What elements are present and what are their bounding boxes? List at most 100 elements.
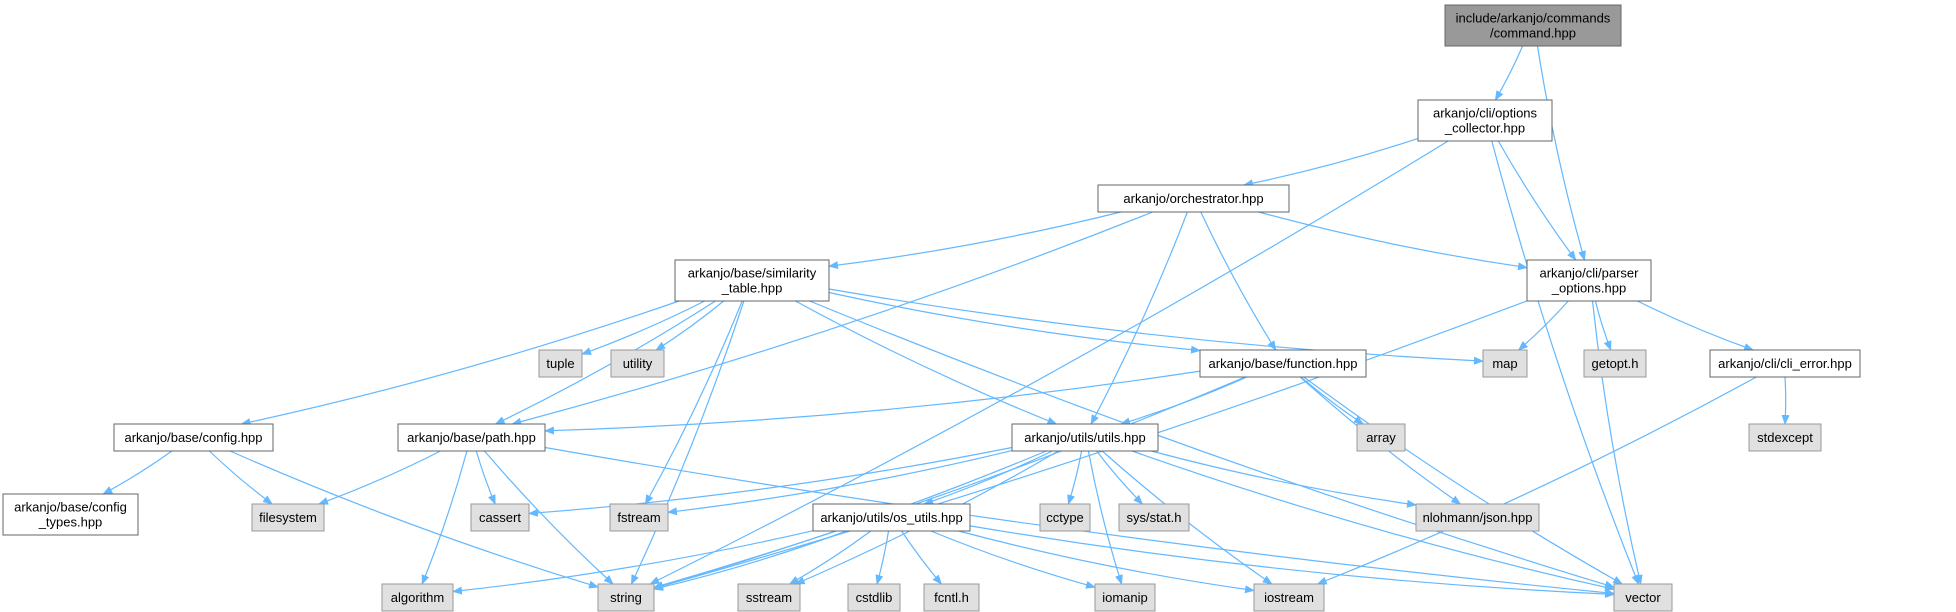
node-function[interactable]: arkanjo/base/function.hpp xyxy=(1199,349,1367,378)
edge-utils-to-fstream xyxy=(667,450,1013,516)
edge-function-to-array xyxy=(1300,376,1364,425)
node-config-box xyxy=(113,423,274,452)
node-orchestrator-box xyxy=(1097,184,1290,213)
edge-orchestrator-to-path xyxy=(511,211,1153,426)
edge-parser_opts-to-map xyxy=(1517,300,1569,351)
edge-similarity-to-fstream xyxy=(644,300,743,505)
node-cstdlib-box xyxy=(847,583,901,612)
node-options_coll-label-0: arkanjo/cli/options xyxy=(1433,106,1538,121)
edge-command-to-options_coll xyxy=(1494,45,1524,101)
edge-utils-to-os_utils xyxy=(923,450,1053,505)
edge-utils-to-iomanip xyxy=(1087,450,1123,585)
edge-cli_error-to-iostream xyxy=(1316,376,1757,585)
node-path-box xyxy=(397,423,546,452)
node-sstream-label-0: sstream xyxy=(746,590,792,605)
edge-similarity-to-vector xyxy=(809,300,1615,589)
edge-options_coll-to-vector xyxy=(1491,140,1640,585)
node-filesystem: filesystem xyxy=(251,503,325,532)
edge-utils-to-sysstat xyxy=(1096,450,1144,505)
edge-config-to-filesystem xyxy=(208,450,273,505)
node-os_utils[interactable]: arkanjo/utils/os_utils.hpp xyxy=(812,503,971,532)
edge-os_utils-to-iostream xyxy=(958,530,1255,594)
edge-similarity-to-tuple xyxy=(581,300,705,355)
node-similarity-box xyxy=(674,259,830,302)
node-cassert-box xyxy=(470,503,530,532)
node-json-label-0: nlohmann/json.hpp xyxy=(1423,510,1533,525)
edge-os_utils-to-algorithm xyxy=(452,530,814,595)
edge-parser_opts-to-getopt xyxy=(1594,300,1612,351)
node-vector-box xyxy=(1613,583,1673,612)
node-tuple-box xyxy=(538,349,583,378)
edge-os_utils-to-vector xyxy=(969,525,1615,598)
node-stdexcept-label-0: stdexcept xyxy=(1757,430,1813,445)
edge-config-to-string xyxy=(229,450,599,589)
edge-similarity-to-path xyxy=(494,300,716,425)
node-utils[interactable]: arkanjo/utils/utils.hpp xyxy=(1011,423,1159,452)
edge-similarity-to-utils xyxy=(795,300,1058,425)
node-parser_opts-label-1: _options.hpp xyxy=(1551,281,1626,296)
edge-function-to-vector xyxy=(1303,376,1624,585)
node-command-label-0: include/arkanjo/commands xyxy=(1456,11,1611,26)
node-similarity-label-1: _table.hpp xyxy=(721,281,783,296)
node-similarity-label-0: arkanjo/base/similarity xyxy=(688,266,817,281)
node-parser_opts-label-0: arkanjo/cli/parser xyxy=(1540,266,1640,281)
node-config_types[interactable]: arkanjo/base/config_types.hpp xyxy=(2,493,139,536)
node-fstream: fstream xyxy=(609,503,669,532)
node-command[interactable]: include/arkanjo/commands/command.hpp xyxy=(1444,4,1622,47)
edge-similarity-to-function xyxy=(828,291,1201,354)
node-config[interactable]: arkanjo/base/config.hpp xyxy=(113,423,274,452)
edge-orchestrator-to-utils xyxy=(1090,211,1188,425)
node-options_coll[interactable]: arkanjo/cli/options_collector.hpp xyxy=(1417,99,1553,142)
node-cctype-label-0: cctype xyxy=(1046,510,1084,525)
node-parser_opts[interactable]: arkanjo/cli/parser_options.hpp xyxy=(1526,259,1652,302)
node-utils-box xyxy=(1011,423,1159,452)
edge-similarity-to-config xyxy=(240,300,680,426)
node-stdexcept-box xyxy=(1748,423,1822,452)
edge-utils-to-cctype xyxy=(1067,450,1083,505)
edge-os_utils-to-iomanip xyxy=(930,530,1096,589)
node-parser_opts-box xyxy=(1526,259,1652,302)
node-iomanip-label-0: iomanip xyxy=(1102,590,1148,605)
node-fcntl-label-0: fcntl.h xyxy=(934,590,969,605)
node-similarity[interactable]: arkanjo/base/similarity_table.hpp xyxy=(674,259,830,302)
edge-utils-to-cassert xyxy=(528,446,1013,517)
node-string-label-0: string xyxy=(610,590,642,605)
node-sysstat-box xyxy=(1118,503,1190,532)
node-cli_error-box xyxy=(1709,349,1861,378)
node-config-label-0: arkanjo/base/config.hpp xyxy=(124,430,262,445)
node-config_types-label-1: _types.hpp xyxy=(38,515,103,530)
edge-parser_opts-to-cli_error xyxy=(1637,300,1755,351)
node-config_types-box xyxy=(2,493,139,536)
node-filesystem-box xyxy=(251,503,325,532)
node-cli_error[interactable]: arkanjo/cli/cli_error.hpp xyxy=(1709,349,1861,378)
node-fcntl-box xyxy=(923,583,980,612)
edge-os_utils-to-fcntl xyxy=(901,530,943,585)
edge-options_coll-to-parser_opts xyxy=(1497,140,1577,261)
node-json: nlohmann/json.hpp xyxy=(1415,503,1540,532)
node-fstream-label-0: fstream xyxy=(617,510,660,525)
edge-similarity-to-string xyxy=(630,300,745,585)
node-algorithm: algorithm xyxy=(381,583,454,612)
node-iostream-label-0: iostream xyxy=(1264,590,1314,605)
node-cstdlib: cstdlib xyxy=(847,583,901,612)
edge-similarity-to-map xyxy=(828,288,1484,365)
node-utils-label-0: arkanjo/utils/utils.hpp xyxy=(1024,430,1145,445)
node-utility-box xyxy=(610,349,665,378)
node-algorithm-box xyxy=(381,583,454,612)
node-vector: vector xyxy=(1613,583,1673,612)
node-map: map xyxy=(1482,349,1528,378)
node-cstdlib-label-0: cstdlib xyxy=(856,590,893,605)
node-orchestrator[interactable]: arkanjo/orchestrator.hpp xyxy=(1097,184,1290,213)
node-cctype: cctype xyxy=(1039,503,1091,532)
edge-layer xyxy=(102,45,1790,598)
node-options_coll-box xyxy=(1417,99,1553,142)
edge-path-to-algorithm xyxy=(421,450,468,585)
node-vector-label-0: vector xyxy=(1625,590,1661,605)
node-path-label-0: arkanjo/base/path.hpp xyxy=(407,430,536,445)
edge-options_coll-to-orchestrator xyxy=(1243,137,1419,188)
node-path[interactable]: arkanjo/base/path.hpp xyxy=(397,423,546,452)
node-fcntl: fcntl.h xyxy=(923,583,980,612)
node-options_coll-label-1: _collector.hpp xyxy=(1444,121,1525,136)
node-array-label-0: array xyxy=(1366,430,1396,445)
